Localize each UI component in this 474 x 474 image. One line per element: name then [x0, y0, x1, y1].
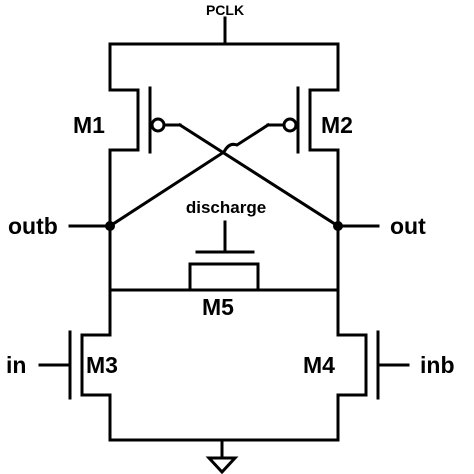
transistor-m2 — [266, 86, 340, 154]
supply-label: PCLK — [206, 2, 244, 18]
supply-rail — [108, 16, 340, 92]
outb-label: outb — [8, 213, 58, 239]
transistor-m5 — [108, 220, 340, 292]
out-label: out — [390, 213, 426, 239]
m3-label: M3 — [86, 352, 118, 378]
inb-label: inb — [420, 352, 455, 378]
ground-rail — [108, 393, 340, 458]
m4-label: M4 — [303, 352, 335, 378]
m5-label: M5 — [202, 294, 234, 320]
transistor-m1 — [108, 86, 182, 154]
m1-label: M1 — [73, 112, 105, 138]
transistor-m4 — [336, 330, 410, 400]
in-label: in — [6, 352, 26, 378]
discharge-label: discharge — [186, 198, 266, 217]
ground-icon — [205, 456, 239, 474]
cross-coupling — [107, 122, 341, 229]
transistor-m3 — [38, 330, 112, 400]
m2-label: M2 — [321, 112, 353, 138]
